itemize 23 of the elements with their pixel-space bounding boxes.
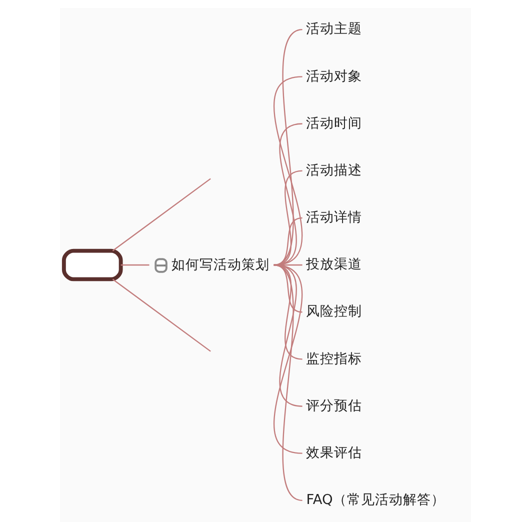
connector: [112, 178, 210, 252]
node-text: 评分预估: [306, 398, 362, 414]
node-text: 风险控制: [306, 304, 362, 320]
connector: [273, 217, 302, 266]
connector: [273, 264, 302, 501]
connector: [273, 170, 302, 266]
node-text: 活动对象: [306, 68, 362, 84]
connector: [120, 264, 149, 266]
node-text: 效果评估: [306, 444, 362, 461]
connector: [273, 76, 302, 266]
connector: [273, 264, 302, 454]
node-text: 活动描述: [306, 162, 362, 178]
node-label: 如何写活动策划: [170, 257, 269, 274]
node-text: 监控指标: [306, 350, 362, 367]
node-text: 投放渠道: [306, 256, 362, 273]
node-text: 活动时间: [306, 115, 362, 132]
connector: [112, 278, 210, 352]
node-box: [61, 248, 122, 282]
node-text: 活动详情: [306, 210, 362, 226]
node-text: FAQ（常见活动解答）: [306, 492, 444, 508]
connector: [273, 123, 302, 266]
node-text: 活动主题: [306, 21, 362, 38]
connector: [273, 29, 302, 266]
